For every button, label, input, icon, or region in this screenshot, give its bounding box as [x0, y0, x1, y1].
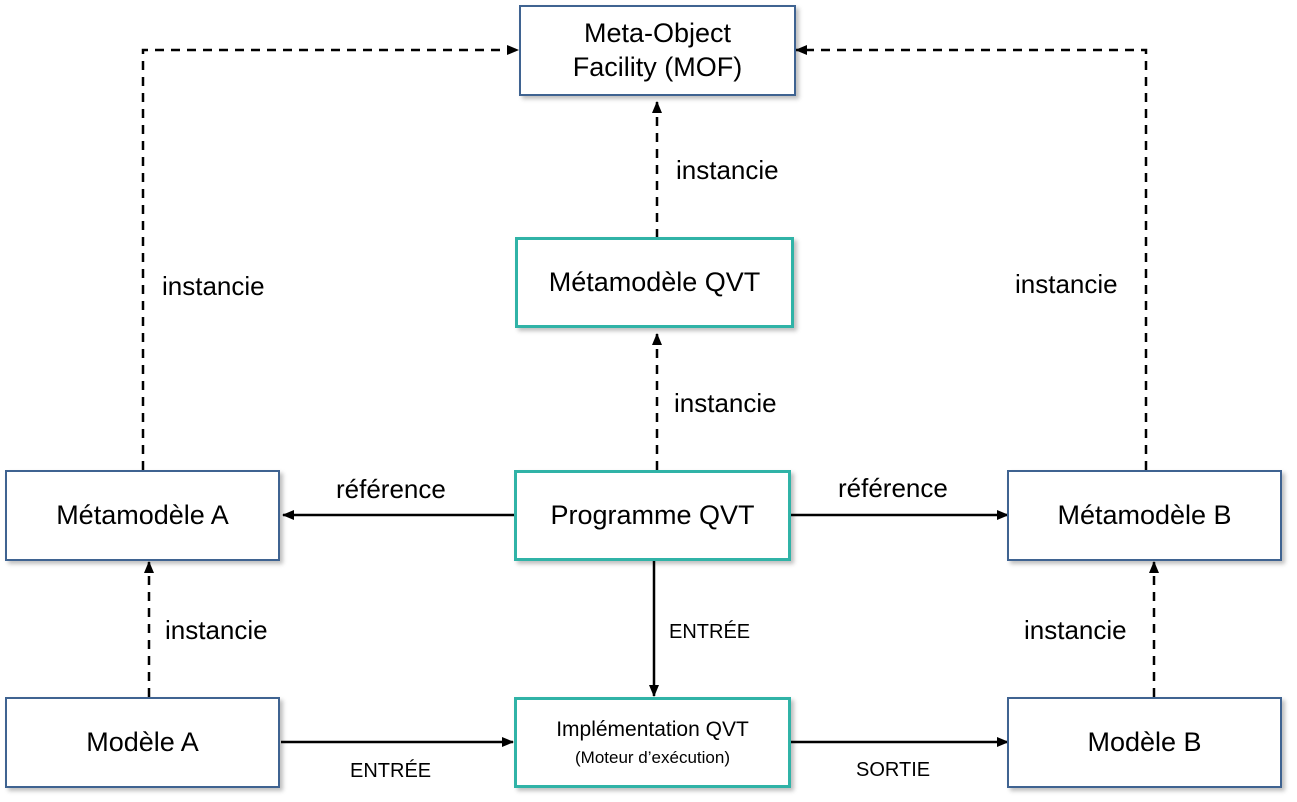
- implementation-qvt-node: Implémentation QVT (Moteur d’exécution): [514, 697, 791, 788]
- metamodele-a-label: Métamodèle A: [56, 499, 229, 530]
- modele-a-label: Modèle A: [86, 726, 199, 757]
- metamodele-qvt-node: Métamodèle QVT: [515, 237, 794, 328]
- metamodele-qvt-label: Métamodèle QVT: [548, 266, 761, 297]
- edge-label-instancie: instancie: [162, 271, 265, 301]
- arrow-mma-to-mof: [141, 45, 519, 470]
- mof-label: Meta-Object Facility (MOF): [572, 17, 743, 82]
- edge-label-reference: référence: [838, 473, 948, 503]
- metamodele-a-node: Métamodèle A: [5, 470, 280, 561]
- edge-label-instancie: instancie: [165, 615, 268, 645]
- implementation-qvt-sublabel: (Moteur d’exécution): [575, 748, 730, 767]
- modele-a-node: Modèle A: [5, 697, 280, 788]
- edge-label-entree: ENTRÉE: [669, 621, 751, 643]
- programme-qvt-label: Programme QVT: [550, 499, 755, 530]
- arrow-mmb-to-mof: [795, 45, 1148, 470]
- mof-node: Meta-Object Facility (MOF): [519, 5, 796, 96]
- implementation-qvt-label: Implémentation QVT: [556, 717, 749, 741]
- edge-label-instancie: instancie: [1024, 615, 1127, 645]
- modele-b-label: Modèle B: [1087, 726, 1202, 757]
- programme-qvt-node: Programme QVT: [514, 470, 791, 561]
- modele-b-node: Modèle B: [1007, 697, 1282, 788]
- edge-label-instancie: instancie: [1015, 269, 1118, 299]
- edge-label-sortie: SORTIE: [856, 759, 931, 781]
- metamodele-b-node: Métamodèle B: [1007, 470, 1282, 561]
- edge-label-reference: référence: [336, 474, 446, 504]
- edge-label-entree: ENTRÉE: [350, 760, 432, 782]
- edge-label-instancie: instancie: [674, 388, 777, 418]
- edge-label-instancie: instancie: [676, 155, 779, 185]
- metamodele-b-label: Métamodèle B: [1057, 499, 1232, 530]
